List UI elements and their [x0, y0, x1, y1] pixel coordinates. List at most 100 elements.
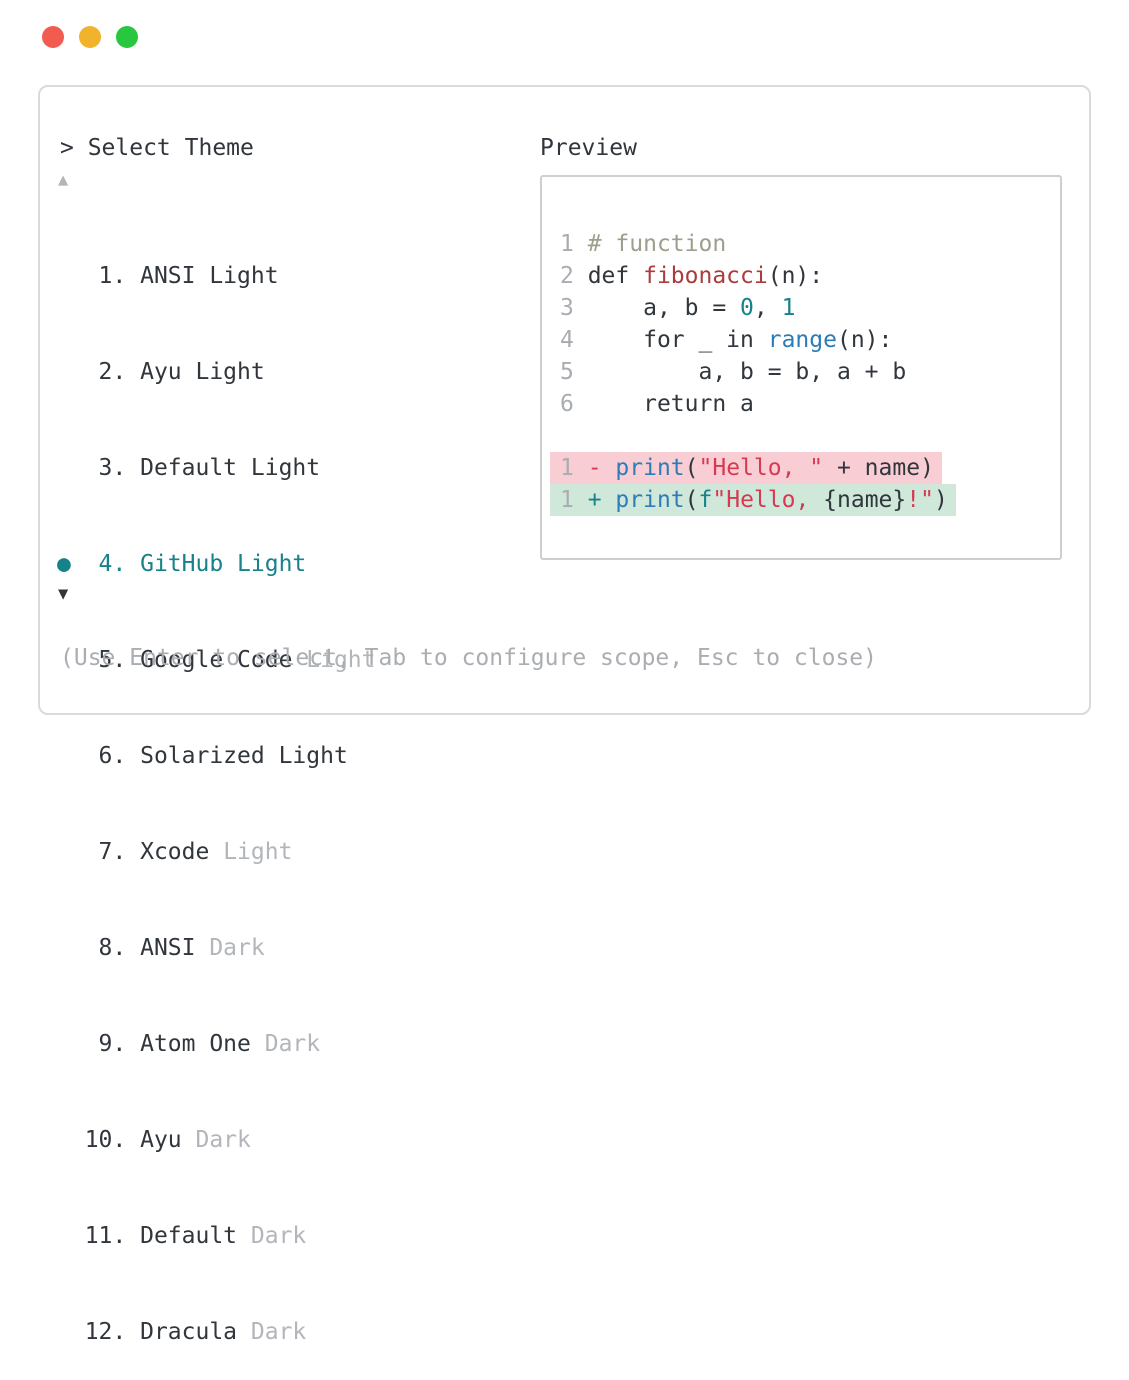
minimize-button[interactable]	[79, 26, 101, 48]
preview-title: Preview	[540, 135, 637, 161]
line-number: 1	[560, 231, 574, 257]
selected-bullet-icon	[57, 359, 85, 385]
item-number: 9.	[84, 1031, 141, 1057]
code-token: def	[587, 263, 644, 289]
selected-bullet-icon	[57, 455, 85, 481]
line-number: 2	[560, 263, 574, 289]
code-token: return a	[587, 391, 754, 417]
code-token: print	[615, 455, 685, 481]
code-token: (	[684, 487, 699, 513]
item-number: 10.	[84, 1127, 141, 1153]
theme-list-item-selected[interactable]: ● 4. GitHub Light	[57, 548, 376, 580]
item-variant: Light	[237, 455, 321, 481]
code-token: (n):	[836, 327, 893, 353]
selected-bullet-icon	[57, 1127, 85, 1153]
code-token: (n):	[767, 263, 824, 289]
code-token: 0	[740, 295, 754, 321]
item-variant: Light	[292, 647, 376, 673]
code-line: 6 return a	[560, 388, 1060, 420]
maximize-button[interactable]	[116, 26, 138, 48]
item-number: 8.	[84, 935, 141, 961]
theme-list-item[interactable]: 8. ANSI Dark	[57, 932, 376, 964]
selected-bullet-icon	[57, 743, 85, 769]
code-token: 1	[781, 295, 796, 321]
item-number: 12.	[84, 1319, 141, 1345]
code-token: print	[615, 487, 685, 513]
theme-list-item[interactable]: 11. Default Dark	[57, 1220, 376, 1252]
code-token: f	[698, 487, 713, 513]
code-token: !"	[906, 487, 934, 513]
item-name: Ayu	[140, 1127, 182, 1153]
item-number: 5.	[84, 647, 141, 673]
theme-list-item[interactable]: 5. Google Code Light	[57, 644, 376, 676]
selected-bullet-icon: ●	[57, 551, 85, 577]
item-name: Default	[140, 1223, 238, 1249]
diff-added-highlight: 1+ print(f"Hello, {name}!")	[550, 484, 956, 516]
code-line: 4 for _ in range(n):	[560, 324, 1060, 356]
item-variant: Light	[195, 263, 279, 289]
item-number: 1.	[84, 263, 141, 289]
line-number: 4	[560, 327, 574, 353]
item-variant: Light	[223, 551, 307, 577]
window-controls	[42, 26, 138, 48]
line-number: 1	[560, 487, 574, 513]
theme-list-item[interactable]: 1. ANSI Light	[57, 260, 376, 292]
select-theme-title: > Select Theme	[60, 135, 254, 161]
item-number: 2.	[84, 359, 141, 385]
theme-list-item[interactable]: 3. Default Light	[57, 452, 376, 484]
item-name: Dracula	[140, 1319, 238, 1345]
theme-list-item[interactable]: 6. Solarized Light	[57, 740, 376, 772]
item-variant: Light	[181, 359, 265, 385]
item-name: Xcode	[140, 839, 210, 865]
theme-list-item[interactable]: 9. Atom One Dark	[57, 1028, 376, 1060]
code-token: ,	[753, 295, 782, 321]
diff-removed-highlight: 1- print("Hello, " + name)	[550, 452, 942, 484]
scroll-up-icon[interactable]: ▲	[58, 170, 69, 190]
code-token: "Hello, "	[698, 455, 824, 481]
selected-bullet-icon	[57, 263, 85, 289]
theme-list-item[interactable]: 2. Ayu Light	[57, 356, 376, 388]
item-name: Google Code	[140, 647, 293, 673]
item-variant: Dark	[250, 1031, 321, 1057]
theme-list-item[interactable]: 10. Ayu Dark	[57, 1124, 376, 1156]
code-line: 5 a, b = b, a + b	[560, 356, 1060, 388]
code-token: range	[767, 327, 837, 353]
item-variant: Light	[209, 839, 293, 865]
theme-list: 1. ANSI Light 2. Ayu Light 3. Default Li…	[57, 196, 376, 1380]
theme-list-item[interactable]: 12. Dracula Dark	[57, 1316, 376, 1348]
item-number: 6.	[84, 743, 141, 769]
code-line: 3 a, b = 0, 1	[560, 292, 1060, 324]
selected-bullet-icon	[57, 1031, 85, 1057]
code-token: + name)	[823, 455, 934, 481]
item-variant: Dark	[195, 935, 265, 961]
code-token: # function	[587, 231, 727, 257]
code-token: a, b = b, a + b	[587, 359, 907, 385]
item-name: Atom One	[140, 1031, 251, 1057]
line-number: 1	[560, 455, 574, 481]
item-name: Default	[140, 455, 238, 481]
scroll-down-icon[interactable]: ▼	[58, 584, 69, 604]
line-number: 3	[560, 295, 574, 321]
code-token: "Hello,	[712, 487, 824, 513]
theme-list-item[interactable]: 7. Xcode Light	[57, 836, 376, 868]
selected-bullet-icon	[57, 1319, 85, 1345]
item-number: 4.	[84, 551, 141, 577]
line-number: 5	[560, 359, 574, 385]
code-token: )	[933, 487, 948, 513]
close-button[interactable]	[42, 26, 64, 48]
item-number: 3.	[84, 455, 141, 481]
item-name: ANSI	[140, 935, 196, 961]
blank-line	[560, 420, 1060, 452]
code-token: {name}	[823, 487, 907, 513]
code-token: a, b =	[587, 295, 741, 321]
item-name: GitHub	[140, 551, 224, 577]
item-name: Solarized	[140, 743, 265, 769]
selected-bullet-icon	[57, 935, 85, 961]
code-token: -	[587, 455, 616, 481]
item-number: 11.	[84, 1223, 141, 1249]
footer-hint: (Use Enter to select, Tab to configure s…	[60, 645, 877, 671]
code-token: for _ in	[587, 327, 768, 353]
